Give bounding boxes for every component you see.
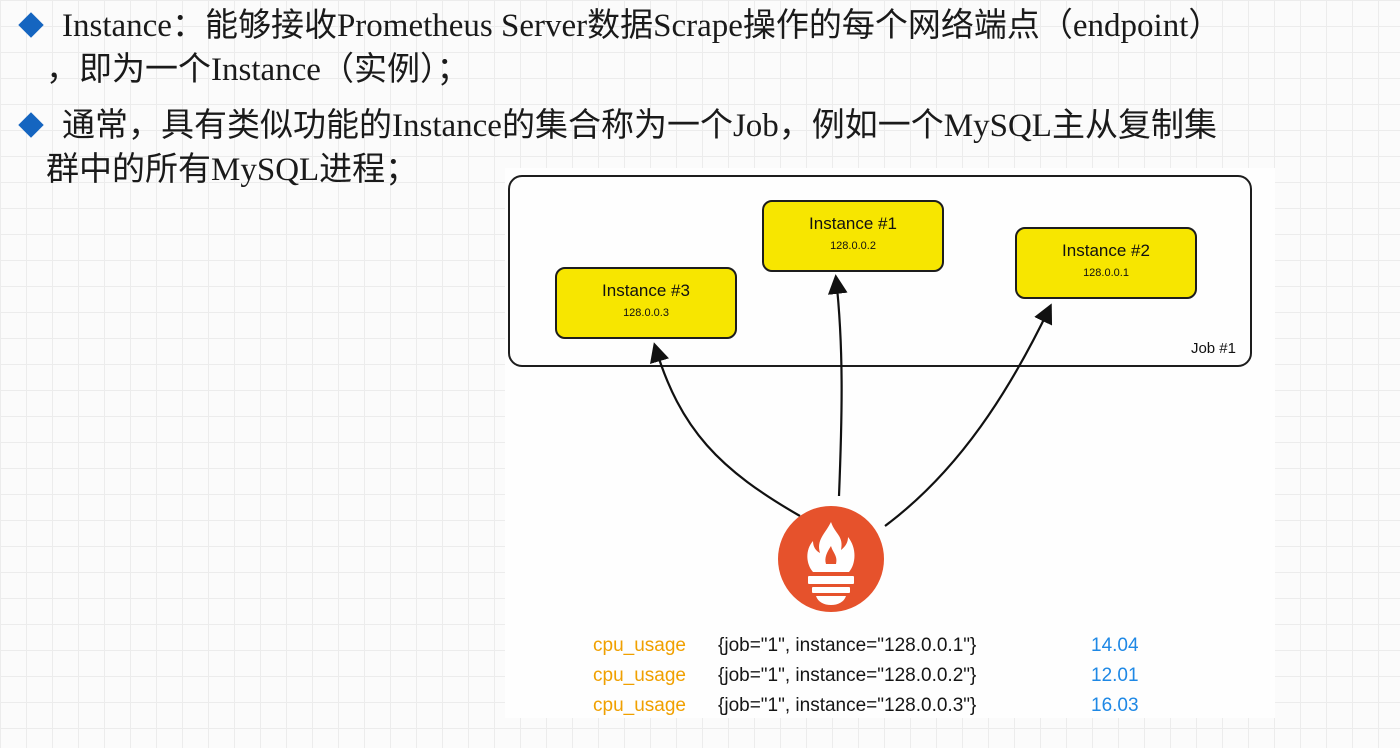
bullet-line: ，即为一个Instance（实例）； <box>46 52 470 88</box>
bullet-instance-definition: Instance：能够接收Prometheus Server数据Scrape操作… <box>0 4 1400 92</box>
bullet-line: Instance：能够接收Prometheus Server数据Scrape操作… <box>62 8 1222 44</box>
instance-name: Instance #3 <box>602 281 690 300</box>
instance-name: Instance #1 <box>809 214 897 233</box>
instance-address: 128.0.0.3 <box>623 307 669 319</box>
bullet-line: 通常，具有类似功能的Instance的集合称为一个Job，例如一个MySQL主从… <box>62 108 1217 144</box>
metric-labels: {job="1", instance="128.0.0.2"} <box>718 665 977 686</box>
metric-name: cpu_usage <box>593 635 686 656</box>
prometheus-logo-icon <box>778 506 884 612</box>
instance-address: 128.0.0.2 <box>830 240 876 252</box>
metric-row: cpu_usage {job="1", instance="128.0.0.3"… <box>593 691 1193 721</box>
instance-name: Instance #2 <box>1062 241 1150 260</box>
bullet-text: 通常，具有类似功能的Instance的集合称为一个Job，例如一个MySQL主从… <box>0 104 1400 192</box>
job-label: Job #1 <box>1190 340 1236 357</box>
metric-value: 14.04 <box>1091 635 1139 656</box>
instance-box-1: Instance #1 128.0.0.2 <box>762 200 944 272</box>
bullet-line: 群中的所有MySQL进程； <box>46 152 419 188</box>
metric-name: cpu_usage <box>593 695 686 716</box>
bullet-text: Instance：能够接收Prometheus Server数据Scrape操作… <box>0 4 1400 92</box>
bullet-job-definition: 通常，具有类似功能的Instance的集合称为一个Job，例如一个MySQL主从… <box>0 104 1400 192</box>
instance-box-3: Instance #3 128.0.0.3 <box>555 267 737 339</box>
metric-row: cpu_usage {job="1", instance="128.0.0.2"… <box>593 661 1193 691</box>
metric-labels: {job="1", instance="128.0.0.3"} <box>718 695 977 716</box>
instance-box-2: Instance #2 128.0.0.1 <box>1015 227 1197 299</box>
metric-name: cpu_usage <box>593 665 686 686</box>
metric-value: 16.03 <box>1091 695 1139 716</box>
instance-address: 128.0.0.1 <box>1083 267 1129 279</box>
metric-labels: {job="1", instance="128.0.0.1"} <box>718 635 977 656</box>
job-box: Job #1 <box>508 175 1252 367</box>
metric-value: 12.01 <box>1091 665 1139 686</box>
metric-row: cpu_usage {job="1", instance="128.0.0.1"… <box>593 631 1193 661</box>
